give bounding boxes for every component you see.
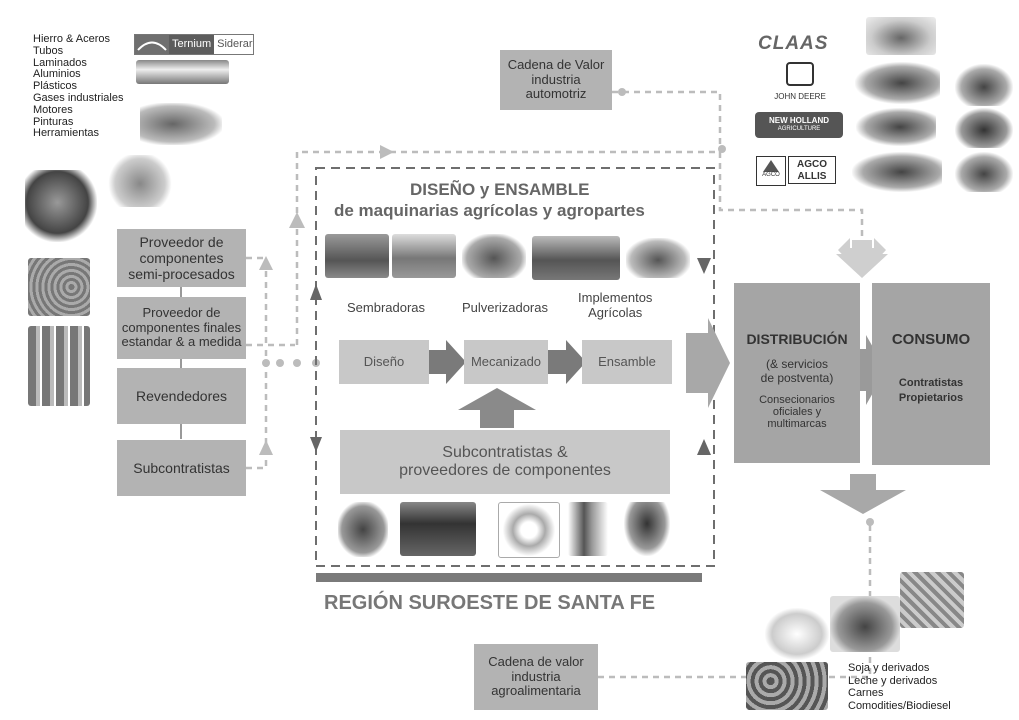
supplier-dashed-connectors <box>246 90 872 679</box>
dairy-photo <box>765 608 829 660</box>
design-frame <box>315 167 715 567</box>
new-holland-text: NEW HOLLAND <box>769 116 829 125</box>
grains-photo <box>900 572 964 628</box>
implement-photo-2 <box>626 238 690 278</box>
region-label: REGIÓN SUROESTE DE SANTA FE <box>324 592 656 614</box>
arrow-heads <box>259 145 394 455</box>
design-subtitle: de maquinarias agrícolas y agropartes <box>334 201 645 220</box>
consumption-title: CONSUMO <box>891 331 971 348</box>
new-holland-logo: NEW HOLLAND AGRICULTURE <box>755 112 843 138</box>
deer-icon <box>786 62 814 86</box>
new-holland-subtext: AGRICULTURE <box>777 126 821 132</box>
agco-logo: AGCO <box>756 156 786 186</box>
harvester-photo-1 <box>866 17 936 55</box>
machining-step-box: Mecanizado <box>464 340 548 384</box>
sprayer-photo <box>462 234 526 278</box>
consumption-down-arrow <box>820 474 906 514</box>
sprayers-label: Pulverizadoras <box>462 300 548 315</box>
distribution-box: DISTRIBUCIÓN (& servicios de postventa) … <box>734 283 860 463</box>
cow-photo <box>830 596 900 652</box>
john-deere-logo: JOHN DEERE <box>770 62 830 104</box>
tubes-photo <box>136 60 229 84</box>
john-deere-text: JOHN DEERE <box>774 92 826 101</box>
tools-photo <box>140 103 222 145</box>
agco-triangle-icon <box>763 160 779 172</box>
agrifood-value-chain-box: Cadena de valor industria agroalimentari… <box>474 644 598 710</box>
seeders-label: Sembradoras <box>347 300 426 315</box>
tractor-photo-2 <box>955 108 1013 148</box>
sub-suppliers-up-arrow <box>458 388 536 428</box>
food-products-list: Soja y derivados Leche y derivados Carne… <box>848 662 951 712</box>
distribution-dealers: Consecionarios oficiales y multimarcas <box>759 394 835 430</box>
brands-down-arrow-shape <box>836 240 888 278</box>
ternium-siderar-logo: Ternium Siderar <box>134 34 254 55</box>
component-photo-4 <box>624 502 670 556</box>
region-bar <box>316 573 702 582</box>
connector-dots <box>262 88 874 526</box>
saw-photo <box>105 155 175 207</box>
automotive-value-chain-box: Cadena de Valor industria automotriz <box>500 50 612 110</box>
harvester-photo-4 <box>852 152 942 192</box>
gas-cylinders-photo <box>28 326 90 406</box>
ternium-logo-text: Ternium <box>169 35 215 54</box>
seeder-photo-1 <box>325 234 389 278</box>
siderar-logo-text: Siderar <box>217 38 253 50</box>
subcontractors-box: Subcontratistas <box>117 440 246 496</box>
harvester-photo-3 <box>856 108 936 146</box>
implements-label: Implementos Agrícolas <box>578 290 653 320</box>
implement-photo-1 <box>532 236 620 280</box>
sub-suppliers-box: Subcontratistas & proveedores de compone… <box>340 430 670 494</box>
harvester-photo-2 <box>855 62 940 104</box>
ternium-arc-icon <box>137 41 167 51</box>
component-photo-2 <box>498 502 560 558</box>
component-photo-3 <box>568 502 608 556</box>
semi-processed-supplier-box: Proveedor de componentes semi-procesados <box>117 229 246 287</box>
finished-components-supplier-box: Proveedor de componentes finales estanda… <box>117 297 246 359</box>
resellers-box: Revendedores <box>117 368 246 424</box>
ternium-logo-mark <box>135 35 169 54</box>
distribution-services: (& servicios de postventa) <box>760 357 834 385</box>
to-distribution-arrow <box>686 318 730 408</box>
design-step-box: Diseño <box>339 340 429 384</box>
materials-list: Hierro & Aceros Tubos Laminados Aluminio… <box>33 33 124 140</box>
consumption-box: CONSUMO Contratistas Propietarios <box>872 283 990 465</box>
tractor-photo-3 <box>955 152 1013 192</box>
design-to-machining-arrow <box>428 340 466 384</box>
agco-allis-logo: AGCO ALLIS <box>788 156 836 184</box>
assembly-step-box: Ensamble <box>582 340 672 384</box>
tractor-photo-1 <box>955 64 1013 106</box>
seeder-photo-2 <box>392 234 456 278</box>
sunflowers-photo <box>746 662 828 710</box>
consumption-who: Contratistas Propietarios <box>898 377 964 404</box>
steel-coil-photo <box>28 258 90 316</box>
agco-text: AGCO <box>762 172 780 178</box>
engine-photo <box>25 170 97 242</box>
component-photo-1 <box>338 502 388 557</box>
frame-arrows <box>310 258 711 455</box>
factory-photo <box>400 502 476 556</box>
claas-logo: CLAAS <box>758 33 829 54</box>
suppliers-connector-line <box>180 287 182 439</box>
design-title: DISEÑO y ENSAMBLE <box>410 180 590 199</box>
machining-to-assembly-arrow <box>548 340 586 384</box>
distribution-title: DISTRIBUCIÓN <box>746 331 848 347</box>
